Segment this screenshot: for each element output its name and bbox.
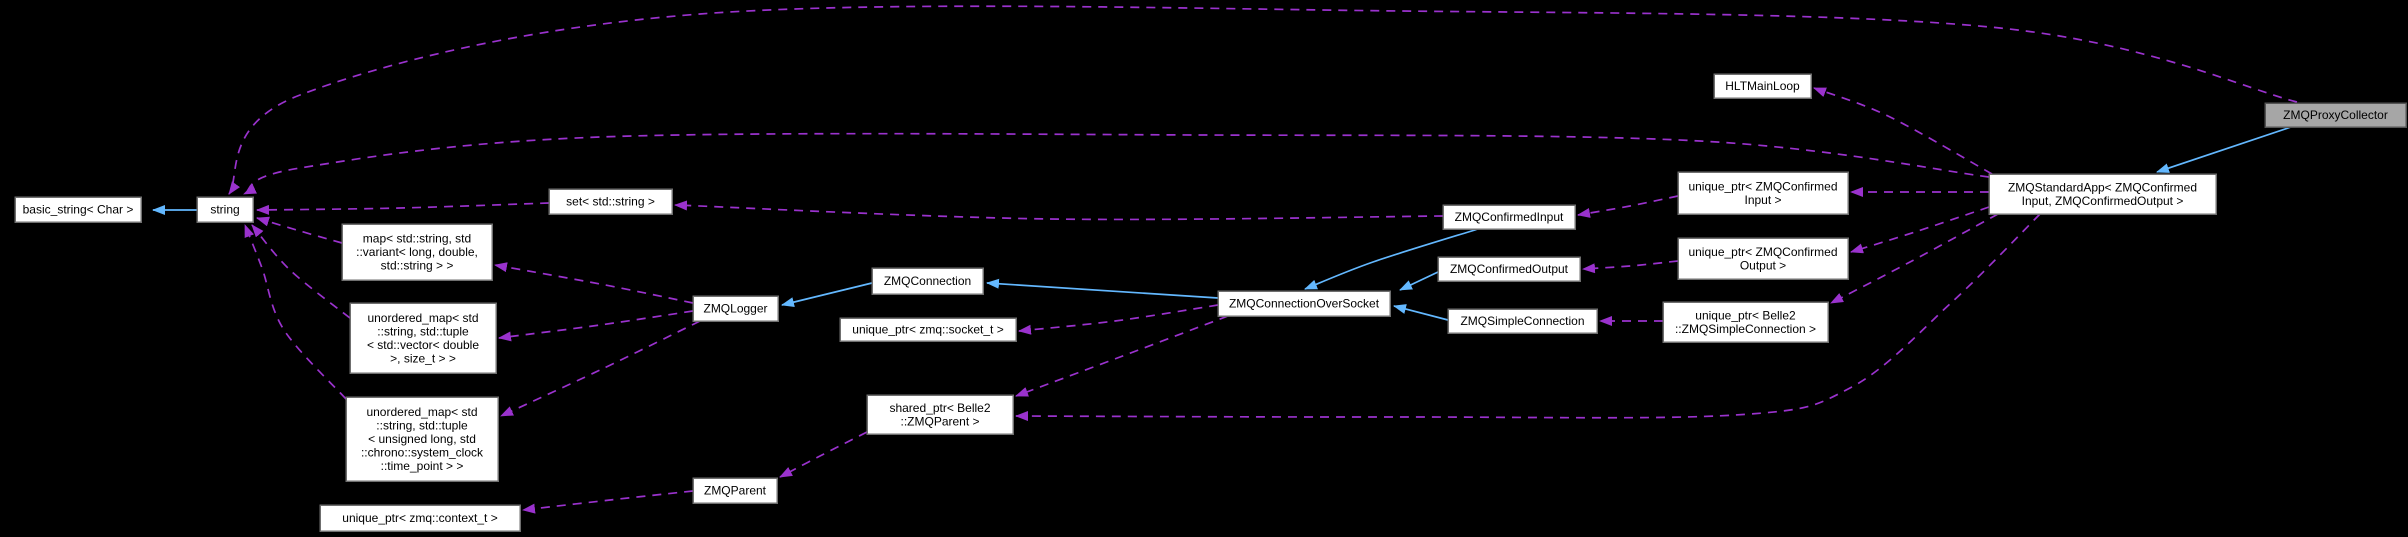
node-zmqconfirmedinput[interactable]: ZMQConfirmedInput: [1442, 204, 1576, 230]
node-uptr_confirmedoutput-box[interactable]: [1677, 237, 1849, 280]
node-uptr_context[interactable]: unique_ptr< zmq::context_t >: [319, 504, 521, 532]
node-uptr_socket-box[interactable]: [839, 317, 1017, 342]
edge-zmqconnection-zmqlogger-inherits: [781, 282, 873, 308]
edge-zmqlogger-map_variant-uses: [494, 262, 694, 304]
node-basic_string[interactable]: basic_string< Char >: [14, 196, 142, 223]
node-set_string[interactable]: set< std::string >: [548, 188, 673, 215]
node-sptr_parent[interactable]: shared_ptr< Belle2::ZMQParent >: [866, 394, 1014, 435]
node-zmqlogger-box[interactable]: [692, 295, 779, 322]
node-zmqcos-label: ZMQConnectionOverSocket: [1229, 297, 1380, 311]
edge-zmqcos-sptr_parent-uses: [1015, 315, 1229, 397]
node-uptr_simpleconnection[interactable]: unique_ptr< Belle2::ZMQSimpleConnection …: [1662, 301, 1829, 343]
node-sptr_parent-label: shared_ptr< Belle2::ZMQParent >: [889, 401, 990, 429]
edge-zmqconfirmedinput-zmqcos-inherits: [1304, 228, 1479, 290]
node-set_string-label: set< std::string >: [566, 195, 655, 209]
node-hltmainloop-label: HLTMainLoop: [1725, 79, 1800, 93]
node-zmqlogger-label: ZMQLogger: [703, 302, 767, 316]
node-hltmainloop[interactable]: HLTMainLoop: [1713, 73, 1812, 99]
edge-zmqstandardapp-sptr_parent-uses: [1015, 213, 2041, 422]
node-uptr_context-label: unique_ptr< zmq::context_t >: [342, 511, 497, 525]
node-uptr_simpleconnection-label: unique_ptr< Belle2::ZMQSimpleConnection …: [1675, 308, 1816, 336]
node-string[interactable]: string: [196, 196, 254, 223]
node-zmqconfirmedoutput[interactable]: ZMQConfirmedOutput: [1437, 256, 1581, 282]
edge-zmqstandardapp-uptr_simpleconnection-uses: [1830, 213, 1999, 304]
node-zmqconnection-box[interactable]: [871, 267, 984, 295]
node-uptr_confirmedinput-box[interactable]: [1677, 171, 1849, 215]
node-umap_vector-label: unordered_map< std::string, std::tuple< …: [367, 311, 479, 366]
node-zmqproxycollector-label: ZMQProxyCollector: [2283, 108, 2388, 122]
node-umap_time[interactable]: unordered_map< std::string, std::tuple< …: [345, 396, 499, 482]
edge-zmqlogger-umap_vector-uses: [498, 310, 694, 342]
node-string-label: string: [210, 203, 239, 217]
node-uptr_socket[interactable]: unique_ptr< zmq::socket_t >: [839, 317, 1017, 342]
node-zmqconfirmedinput-box[interactable]: [1442, 204, 1576, 230]
node-zmqconnection-label: ZMQConnection: [884, 274, 971, 288]
edge-zmqconfirmedoutput-zmqcos-inherits: [1399, 271, 1439, 291]
edge-zmqparent-uptr_context-uses: [522, 490, 694, 514]
node-umap_time-label: unordered_map< std::string, std::tuple< …: [361, 405, 484, 473]
node-uptr_simpleconnection-box[interactable]: [1662, 301, 1829, 343]
edge-zmqlogger-umap_time-uses: [500, 320, 701, 417]
edge-zmqcos-uptr_socket-uses: [1018, 304, 1219, 335]
node-uptr_socket-label: unique_ptr< zmq::socket_t >: [852, 323, 1003, 337]
node-zmqconfirmedinput-label: ZMQConfirmedInput: [1455, 210, 1564, 224]
node-uptr_context-box[interactable]: [319, 504, 521, 532]
edge-zmqcos-zmqconnection-inherits: [986, 278, 1219, 299]
node-umap_vector-box[interactable]: [349, 302, 497, 374]
edge-set_string-string-uses: [256, 202, 550, 215]
node-umap_vector[interactable]: unordered_map< std::string, std::tuple< …: [349, 302, 497, 374]
edge-zmqsimpleconnection-zmqcos-inherits: [1393, 304, 1449, 321]
node-zmqparent-box[interactable]: [692, 477, 778, 504]
edge-zmqstandardapp-hltmainloop-uses: [1813, 87, 1993, 175]
node-zmqparent[interactable]: ZMQParent: [692, 477, 778, 504]
node-zmqlogger[interactable]: ZMQLogger: [692, 295, 779, 322]
node-zmqconfirmedoutput-label: ZMQConfirmedOutput: [1450, 262, 1569, 276]
edge-map_variant-string-uses: [256, 216, 343, 244]
node-map_variant[interactable]: map< std::string, std::variant< long, do…: [341, 223, 493, 281]
edge-uptr_confirmedoutput-zmqconfirmedoutput-uses: [1582, 260, 1679, 274]
node-zmqparent-label: ZMQParent: [704, 484, 767, 498]
node-basic_string-box[interactable]: [14, 196, 142, 223]
node-zmqconfirmedoutput-box[interactable]: [1437, 256, 1581, 282]
edge-zmqproxycollector-string-uses: [228, 5, 2298, 195]
edge-umap_time-string-uses: [244, 224, 347, 400]
edge-umap_vector-string-uses: [251, 224, 351, 319]
node-sptr_parent-box[interactable]: [866, 394, 1014, 435]
node-zmqproxycollector-box[interactable]: [2264, 102, 2407, 128]
node-map_variant-label: map< std::string, std::variant< long, do…: [356, 232, 478, 273]
node-umap_time-box[interactable]: [345, 396, 499, 482]
node-zmqsimpleconnection-label: ZMQSimpleConnection: [1460, 314, 1584, 328]
node-string-box[interactable]: [196, 196, 254, 223]
node-zmqcos[interactable]: ZMQConnectionOverSocket: [1217, 290, 1391, 317]
edge-zmqproxycollector-zmqstandardapp-inherits: [2156, 126, 2292, 173]
edge-zmqstandardapp-uptr_confirmedoutput-uses: [1850, 206, 1990, 254]
node-zmqconnection[interactable]: ZMQConnection: [871, 267, 984, 295]
node-zmqstandardapp-box[interactable]: [1988, 173, 2217, 215]
edge-zmqstandardapp-string-uses: [243, 132, 1990, 195]
node-zmqproxycollector[interactable]: ZMQProxyCollector: [2264, 102, 2407, 128]
node-zmqsimpleconnection[interactable]: ZMQSimpleConnection: [1447, 308, 1598, 334]
edge-uptr_confirmedinput-zmqconfirmedinput-uses: [1577, 195, 1679, 218]
node-set_string-box[interactable]: [548, 188, 673, 215]
node-map_variant-box[interactable]: [341, 223, 493, 281]
node-zmqsimpleconnection-box[interactable]: [1447, 308, 1598, 334]
node-zmqcos-box[interactable]: [1217, 290, 1391, 317]
edge-zmqconfirmedinput-set_string-uses: [674, 200, 1444, 221]
node-hltmainloop-box[interactable]: [1713, 73, 1812, 99]
node-basic_string-label: basic_string< Char >: [23, 203, 134, 217]
edge-sptr_parent-zmqparent-uses: [779, 431, 868, 478]
